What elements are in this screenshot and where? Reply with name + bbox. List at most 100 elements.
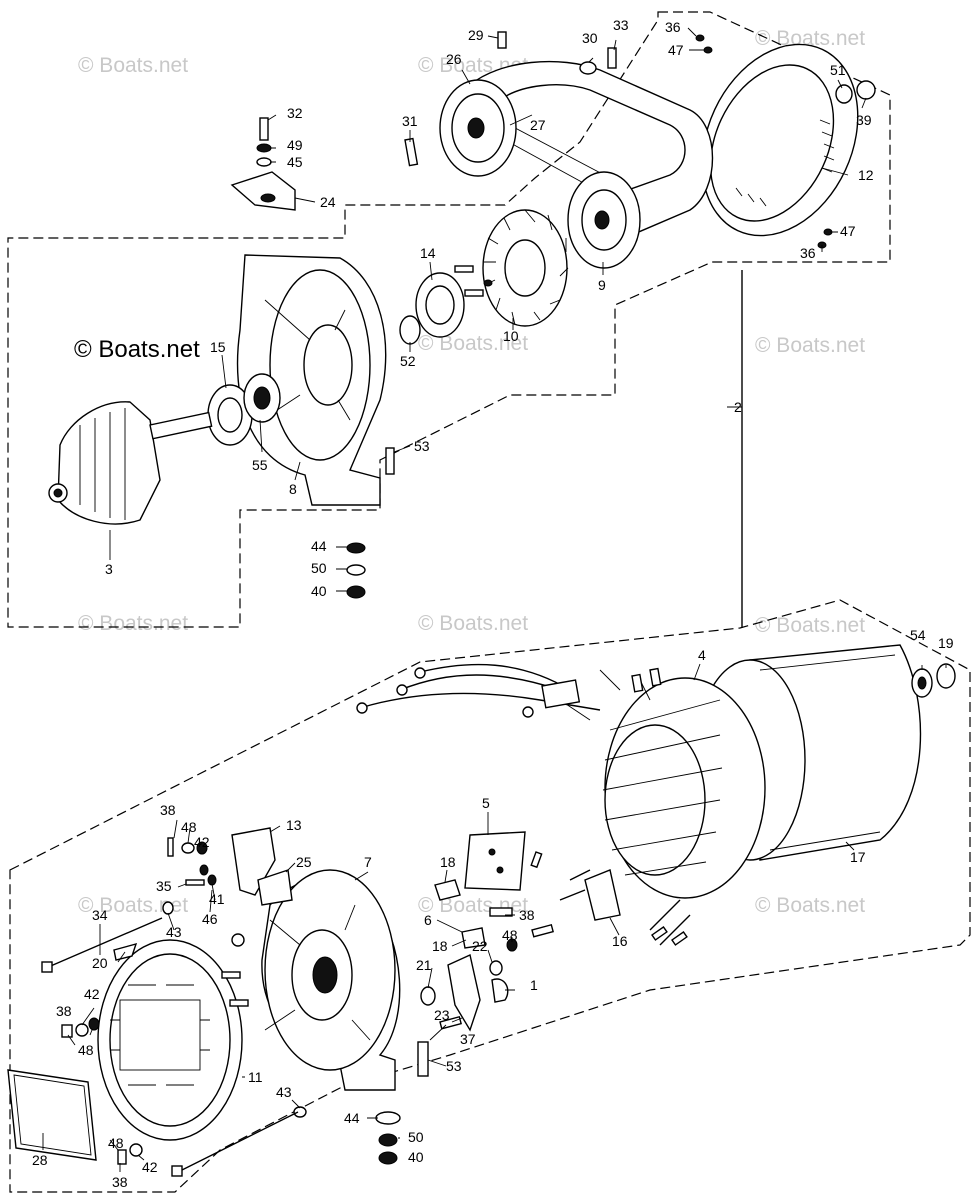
- callout-4: 4: [698, 647, 706, 663]
- callout-21: 21: [416, 957, 432, 973]
- callout-24: 24: [320, 194, 336, 210]
- callout-32: 32: [287, 105, 303, 121]
- bearing-55: [243, 373, 281, 423]
- callout-48: 48: [78, 1042, 94, 1058]
- callout-14: 14: [420, 245, 436, 261]
- lower-assembly-boundary: [9, 599, 971, 1193]
- end-bracket-7: [261, 869, 401, 1091]
- callout-11: 11: [248, 1069, 263, 1085]
- callout-45: 45: [287, 154, 303, 170]
- callout-38: 38: [112, 1174, 128, 1190]
- callout-29: 29: [468, 27, 484, 43]
- callout-42: 42: [84, 986, 100, 1002]
- rear-cover-11: [97, 939, 243, 1141]
- terminal-block-16: [559, 869, 691, 946]
- callout-54: 54: [910, 627, 926, 643]
- callout-46: 46: [202, 911, 218, 927]
- callout-3: 3: [105, 561, 113, 577]
- callout-50: 50: [408, 1129, 424, 1145]
- callout-8: 8: [289, 481, 297, 497]
- callout-42: 42: [142, 1159, 158, 1175]
- stator-4: [559, 669, 766, 899]
- callout-16: 16: [612, 933, 628, 949]
- end-bracket-housing: [236, 254, 387, 506]
- callout-30: 30: [582, 30, 598, 46]
- label-plate-28: [7, 1069, 97, 1161]
- callout-23: 23: [434, 1007, 450, 1023]
- pulley-lower: [567, 171, 641, 269]
- callout-33: 33: [613, 17, 629, 33]
- pulley-upper: [439, 79, 517, 177]
- callout-51: 51: [830, 62, 846, 78]
- callout-5: 5: [482, 795, 490, 811]
- bearing-15: [207, 384, 253, 446]
- callout-36: 36: [800, 245, 816, 261]
- cooling-fan: [482, 209, 569, 327]
- callout-48: 48: [108, 1135, 124, 1151]
- callout-38: 38: [160, 802, 176, 818]
- callout-47: 47: [668, 42, 684, 58]
- rotor-assembly: [48, 401, 213, 525]
- callout-34: 34: [92, 907, 108, 923]
- callout-6: 6: [424, 912, 432, 928]
- callout-25: 25: [296, 854, 312, 870]
- callout-43: 43: [166, 924, 182, 940]
- watermark: © Boats.net: [755, 894, 865, 917]
- leader-lines: [42, 27, 947, 1172]
- watermark: © Boats.net: [78, 54, 188, 77]
- lower-hardware: [41, 837, 554, 1177]
- callout-53: 53: [414, 438, 430, 454]
- callout-layer: 29 30 33 36 47 26 51 39 31 27 32 49 45 1…: [32, 17, 954, 1190]
- callout-47: 47: [840, 223, 856, 239]
- callout-12: 12: [858, 167, 874, 183]
- callout-13: 13: [286, 817, 302, 833]
- watermark-prominent: © Boats.net: [74, 336, 200, 363]
- callout-36: 36: [665, 19, 681, 35]
- callout-7: 7: [364, 854, 372, 870]
- belt-tensioner-bracket: [230, 171, 296, 211]
- watermark: © Boats.net: [755, 27, 865, 50]
- wiring-harness: [356, 663, 662, 718]
- fan-plate: [415, 272, 465, 338]
- callout-38: 38: [519, 907, 535, 923]
- rectifier-parts: [420, 879, 513, 1032]
- callout-37: 37: [460, 1031, 476, 1047]
- watermark: © Boats.net: [78, 612, 188, 635]
- callout-26: 26: [446, 51, 462, 67]
- watermark: © Boats.net: [418, 612, 528, 635]
- callout-35: 35: [156, 878, 172, 894]
- callout-9: 9: [598, 277, 606, 293]
- callout-18: 18: [440, 854, 456, 870]
- callout-44: 44: [311, 538, 327, 554]
- callout-1: 1: [530, 977, 538, 993]
- callout-55: 55: [252, 457, 268, 473]
- callout-40: 40: [408, 1149, 424, 1165]
- upper-assembly-boundary: [7, 11, 891, 628]
- callout-43: 43: [276, 1084, 292, 1100]
- callout-15: 15: [210, 339, 226, 355]
- watermark: © Boats.net: [755, 614, 865, 637]
- callout-28: 28: [32, 1152, 48, 1168]
- callout-18: 18: [432, 938, 448, 954]
- callout-22: 22: [472, 938, 488, 954]
- brush-holder-5: [464, 831, 543, 891]
- callout-44: 44: [344, 1110, 360, 1126]
- callout-10: 10: [503, 328, 519, 344]
- brackets-13-25: [231, 827, 293, 906]
- watermark: © Boats.net: [418, 332, 528, 355]
- callout-39: 39: [856, 112, 872, 128]
- callout-2: 2: [734, 399, 742, 415]
- callout-31: 31: [402, 113, 418, 129]
- callout-49: 49: [287, 137, 303, 153]
- callout-52: 52: [400, 353, 416, 369]
- callout-20: 20: [92, 955, 108, 971]
- watermark: © Boats.net: [755, 334, 865, 357]
- callout-41: 41: [209, 891, 225, 907]
- callout-50: 50: [311, 560, 327, 576]
- callout-19: 19: [938, 635, 954, 651]
- bearing-54-19: [911, 663, 956, 698]
- callout-17: 17: [850, 849, 866, 865]
- callout-48: 48: [181, 819, 197, 835]
